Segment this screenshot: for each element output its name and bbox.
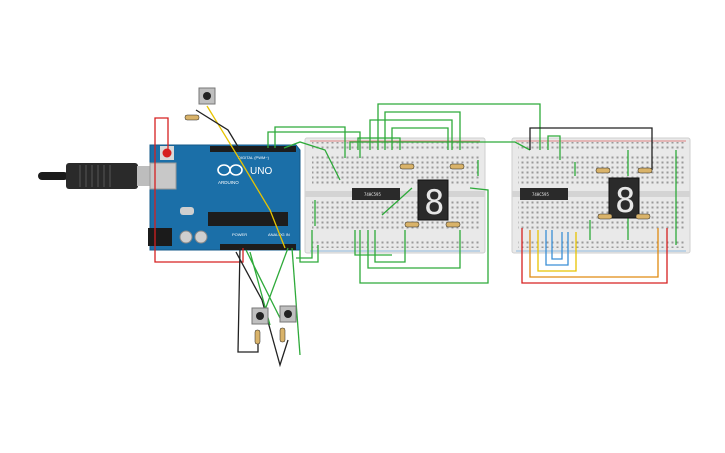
wire-bb2-blue-1 <box>545 230 569 266</box>
wire-bb1-bottom-3 <box>374 230 406 263</box>
arduino-brand-label: ARDUINO <box>218 180 239 185</box>
resistor <box>597 213 613 220</box>
wire-bb2-green-1 <box>547 135 561 160</box>
wire-green-pin-1 <box>267 131 361 158</box>
wire-bb1-top-2 <box>384 111 461 150</box>
arduino-model-label: UNO <box>250 166 272 177</box>
usb-plug <box>66 163 138 189</box>
display-right-digit: 8 <box>615 181 635 221</box>
wire-bb1-link <box>349 141 531 151</box>
wire-bb1-diag <box>381 187 413 216</box>
shift-register-chip-right: 74HC595 <box>520 188 568 200</box>
wire-bb1-top-3 <box>369 119 453 150</box>
capacitor-1 <box>179 230 193 244</box>
seven-segment-display-right: 8 <box>608 177 640 221</box>
arduino-uno-board[interactable]: UNO ARDUINO DIGITAL (PWM~) POWER ANALOG … <box>38 144 301 251</box>
wire-black-gnd-2 <box>235 251 289 368</box>
power-jack <box>148 228 172 246</box>
resistor <box>595 167 611 174</box>
header-top <box>210 146 296 152</box>
wire-bb1-top-5 <box>357 137 401 150</box>
infinity-logo-icon <box>217 164 243 176</box>
display-left-digit: 8 <box>424 183 444 223</box>
wire-green-btn-d <box>245 249 281 319</box>
wire-green-vcc-bb <box>296 230 313 259</box>
breadboard-right <box>511 137 691 254</box>
wire-green-pin-3 <box>283 141 341 181</box>
resistor <box>254 329 261 345</box>
wire-black-button-top <box>195 109 241 151</box>
push-button-top[interactable] <box>198 87 216 105</box>
atmega-chip <box>208 212 288 226</box>
header-bottom <box>220 244 296 250</box>
reset-button-cap[interactable] <box>162 148 172 158</box>
resistor <box>449 163 465 170</box>
arduino-analog-header-label: ANALOG IN <box>268 232 290 237</box>
chip-right-label: 74HC595 <box>532 192 549 197</box>
wire-green-pin-2 <box>274 126 346 158</box>
resistor <box>404 221 420 228</box>
push-button-bottom-left[interactable] <box>251 307 269 325</box>
wire-green-btn-a <box>261 247 289 319</box>
wire-bb2-black-top <box>529 127 653 170</box>
arduino-power-header-label: POWER <box>232 232 247 237</box>
push-button-bottom-right[interactable] <box>279 305 297 323</box>
resistor <box>635 213 651 220</box>
resistor <box>399 163 415 170</box>
wire-bb1-bottom-1 <box>359 187 489 284</box>
resistor <box>184 114 200 121</box>
resistor <box>445 221 461 228</box>
wires-breadboard-left[interactable] <box>314 103 541 284</box>
capacitor-2 <box>194 230 208 244</box>
usb-plug-ridges <box>79 165 111 187</box>
wire-green-gnd-bb <box>299 245 319 263</box>
wire-bb1-bottom-4 <box>354 230 392 256</box>
resistor <box>637 167 653 174</box>
seven-segment-display-left: 8 <box>417 179 449 223</box>
arduino-digital-header-label: DIGITAL (PWM~) <box>238 155 270 160</box>
wire-bb1-top-1 <box>377 103 541 150</box>
usb-port <box>149 162 177 190</box>
wire-bb1-bottom-2 <box>367 230 461 269</box>
crystal <box>180 207 194 215</box>
wire-bb2-blue-2 <box>551 230 563 260</box>
chip-left-label: 74HC595 <box>364 192 381 197</box>
wire-red-power-loop <box>154 117 244 263</box>
wire-yellow-button-top <box>206 105 286 249</box>
wire-bb1-top-4 <box>391 127 449 150</box>
shift-register-chip-left: 74HC595 <box>352 188 400 200</box>
wire-green-btn-b <box>291 247 301 356</box>
wire-bb2-orange <box>529 228 659 278</box>
wire-bb2-yellow <box>537 230 577 272</box>
resistor <box>279 327 286 343</box>
wires-breadboard-right[interactable] <box>521 127 677 284</box>
wire-bb2-red <box>521 228 668 284</box>
resistors <box>184 114 653 345</box>
usb-cable <box>38 172 68 180</box>
